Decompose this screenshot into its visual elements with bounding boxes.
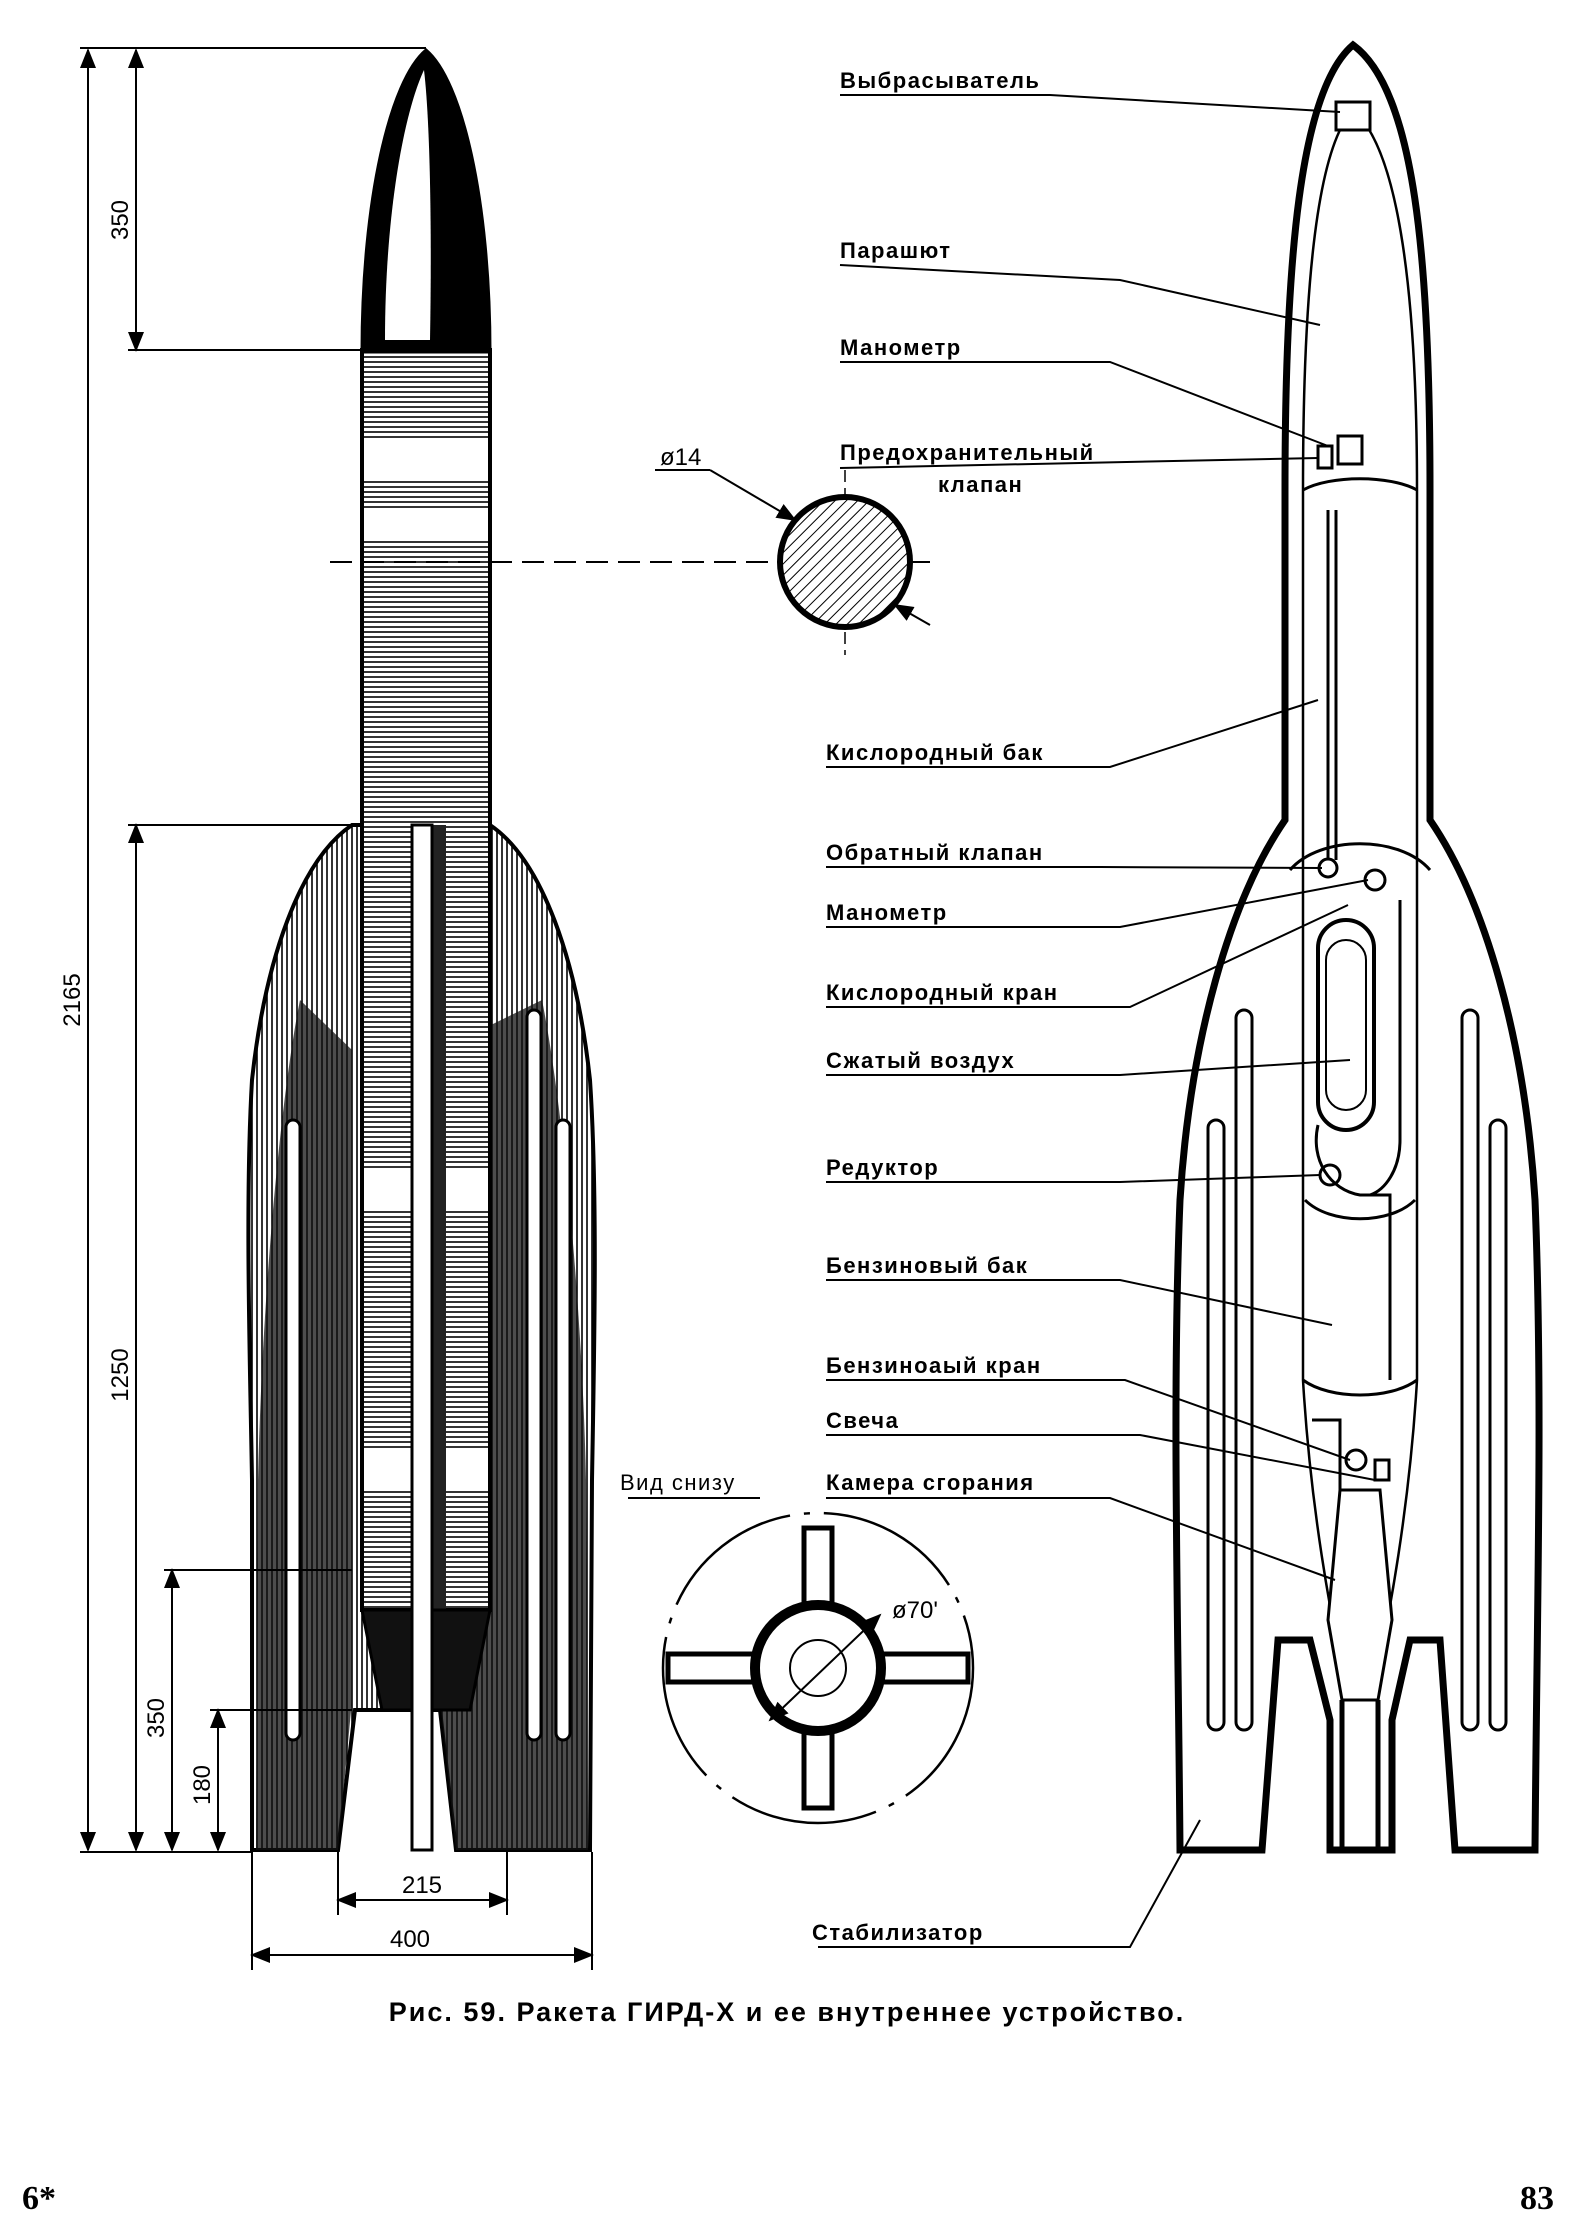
label-gauge: Манометр — [826, 900, 948, 925]
page-signature: 6* — [22, 2180, 56, 2217]
safety-valve — [1316, 444, 1334, 470]
label-oxygen-valve: Кислородный кран — [826, 980, 1059, 1005]
fin-slot — [284, 1118, 302, 1742]
fin-slot — [1488, 1118, 1508, 1732]
fin-slot — [1460, 1008, 1480, 1732]
label-safety-valve-line2: клапан — [938, 472, 1023, 497]
fuel-line — [1312, 1418, 1342, 1490]
ejector — [1334, 100, 1372, 132]
label-spark-plug: Свеча — [826, 1408, 899, 1433]
gasoline-valve — [1344, 1448, 1368, 1472]
label-reducer: Редуктор — [826, 1155, 939, 1180]
leader-lines — [818, 94, 1376, 1948]
air-tank-inner — [1325, 939, 1367, 1111]
spark-plug — [1373, 1458, 1391, 1482]
air-line — [1314, 1124, 1392, 1380]
fin-slot — [1206, 1118, 1226, 1732]
dim-nozzle-upper: 350 — [143, 1698, 170, 1738]
body-band — [364, 510, 488, 540]
dimension-lines — [80, 47, 594, 1970]
label-oxygen-tank: Кислородный бак — [826, 740, 1044, 765]
body-stripe — [430, 825, 446, 1615]
gasoline-tank-bottom — [1302, 1378, 1418, 1397]
air-tank — [1316, 918, 1376, 1132]
dim-section-diameter: ø14 — [660, 444, 701, 471]
label-gasoline-valve: Бензиноаый кран — [826, 1353, 1042, 1378]
page-number: 83 — [1520, 2180, 1554, 2217]
label-stabilizer: Стабилизатор — [812, 1920, 984, 1945]
external-view — [246, 48, 597, 1852]
dim-bottom-diameter: ø70' — [892, 1597, 938, 1624]
dim-nozzle-lower: 180 — [189, 1765, 216, 1805]
oxygen-tank-bottom — [1288, 842, 1432, 871]
view-label: Вид снизу — [620, 1470, 736, 1495]
nose-highlight — [385, 70, 431, 340]
label-gauge-top: Манометр — [840, 335, 962, 360]
air-line — [1369, 900, 1402, 1197]
center-rod — [410, 823, 434, 1852]
label-check-valve: Обратный клапан — [826, 840, 1044, 865]
dim-nose-length: 350 — [107, 200, 134, 240]
label-ejector: Выбрасыватель — [840, 68, 1040, 93]
fin-slot — [525, 1008, 543, 1742]
fin-slot — [1234, 1008, 1254, 1732]
label-safety-valve-line1: Предохранительный — [840, 440, 1095, 465]
tank-bulkhead — [1303, 1198, 1417, 1221]
oxygen-tank-top — [1302, 477, 1418, 492]
internal-view — [1172, 40, 1543, 1854]
label-parachute: Парашют — [840, 238, 952, 263]
gauge — [1336, 434, 1364, 466]
dim-total-length: 2165 — [59, 973, 86, 1026]
label-compressed-air: Сжатый воздух — [826, 1048, 1015, 1073]
fin-left — [256, 1000, 352, 1850]
body-band — [364, 440, 488, 480]
label-gasoline-tank: Бензиновый бак — [826, 1253, 1028, 1278]
fin-slot — [554, 1118, 572, 1742]
label-combustion-chamber: Камера сгорания — [826, 1470, 1035, 1495]
combustion-chamber — [1326, 1488, 1394, 1702]
bottom-view — [628, 1497, 975, 1825]
dim-nozzle-width: 215 — [402, 1872, 442, 1899]
cross-section — [330, 469, 931, 655]
dim-overall-width: 400 — [390, 1926, 430, 1953]
figure-caption: Рис. 59. Ракета ГИРД-Х и ее внутреннее у… — [388, 1997, 1186, 2027]
dim-body-lower: 1250 — [107, 1348, 134, 1401]
